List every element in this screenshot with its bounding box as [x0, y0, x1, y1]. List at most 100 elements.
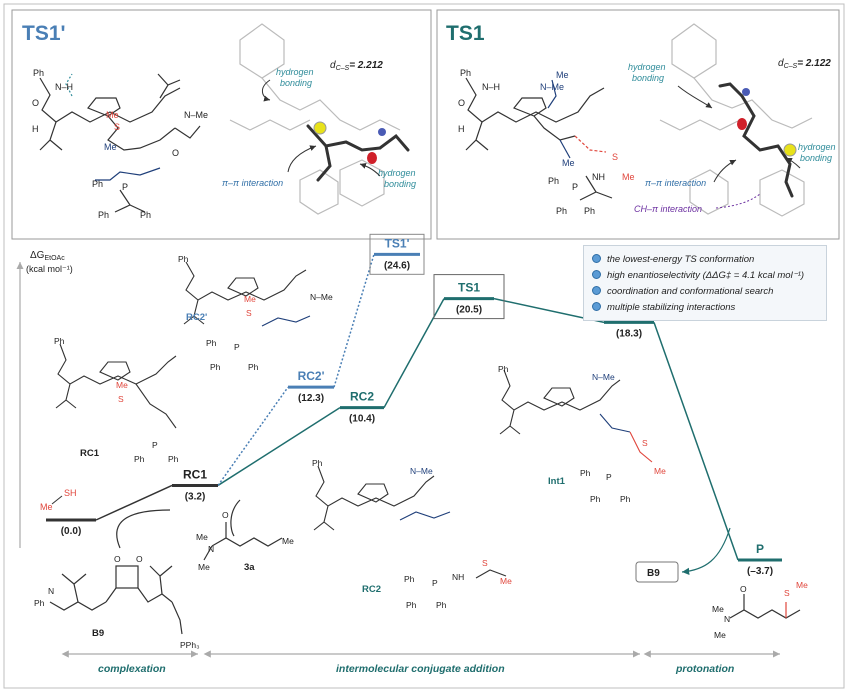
pointer-right-1 [677, 85, 713, 109]
pi-pi-label-right: π–π interaction [645, 178, 706, 188]
atom-nh-right: N–H [482, 82, 500, 92]
axis-unit: (kcal mol⁻¹) [26, 264, 73, 274]
energy-level-value: (24.6) [384, 260, 410, 271]
energy-connector [333, 254, 375, 388]
hbond-label-left-1b: bonding [280, 78, 312, 88]
b9-structure [49, 565, 183, 635]
atom-me2-right: Me [562, 158, 575, 168]
energy-level-name: RC2' [298, 369, 325, 383]
rc2-me: Me [500, 576, 512, 586]
rc2-nh: NH [452, 572, 464, 582]
b9-regen-box [635, 561, 679, 583]
stage-conjugate-addition: intermolecular conjugate addition [336, 663, 505, 675]
sulfur-atom-left [313, 121, 327, 135]
atom-nme-right: N–Me [540, 82, 564, 92]
stage-protonation: protonation [675, 663, 734, 675]
prod-o: O [740, 584, 747, 594]
energy-level-name: TS1 [458, 281, 480, 295]
axis-label: ΔGEtOAc [30, 250, 65, 262]
energy-levels: (0.0)RC1(3.2)RC2(10.4)RC2'(12.3)TS1'(24.… [46, 233, 782, 577]
substrate-3a [203, 522, 283, 561]
int1-nme: N–Me [592, 372, 615, 382]
b9-o2: O [136, 554, 143, 564]
product-structure [729, 594, 801, 619]
rc2-ph2: Ph [404, 574, 415, 584]
prod-me: Me [712, 604, 724, 614]
energy-connector [217, 407, 341, 487]
atom-o-right: O [458, 98, 465, 108]
rc1-structure-label: RC1 [80, 448, 100, 459]
rc2p-me: Me [244, 294, 256, 304]
atom-nme2-left: N–Me [184, 110, 208, 120]
energy-level-value: (–3.7) [747, 566, 773, 577]
ts1-3d-backbone [718, 82, 794, 198]
ts1-prime-3d-model [229, 23, 401, 215]
atom-me-right: Me [556, 70, 569, 80]
atom-ph-right: Ph [460, 68, 471, 78]
ts1-prime-title: TS1' [22, 22, 66, 45]
energy-level-value: (12.3) [298, 393, 324, 404]
3a-me3: Me [282, 536, 294, 546]
sulfur-atom-right [783, 143, 797, 157]
atom-p-left: P [122, 182, 128, 192]
b9-nh: N [48, 586, 54, 596]
pointer-left-1 [262, 79, 271, 102]
rc2-ph3: Ph [406, 600, 417, 610]
int1-ph3: Ph [590, 494, 601, 504]
3a-label: 3a [244, 562, 255, 573]
energy-level-name: RC1 [183, 467, 207, 481]
catalyst-arrow [116, 509, 171, 549]
atom-p-right: P [572, 182, 578, 192]
rc1-ph2: Ph [134, 454, 145, 464]
ts1-title: TS1 [446, 22, 485, 45]
hbond-label-right-2b: bonding [800, 153, 832, 163]
ts1-prime-highlight-box [369, 233, 425, 275]
oxygen-atom-right [737, 118, 747, 130]
pointer-left-2 [287, 145, 317, 173]
atom-s-left: S [114, 122, 120, 132]
nitrogen-atom-left [378, 128, 386, 136]
energy-level-value: (0.0) [61, 526, 82, 537]
rc1-s: S [118, 394, 124, 404]
mesh-me: Me [40, 502, 53, 512]
energy-level-name: RC2 [350, 390, 374, 404]
atom-ph3-left: Ph [98, 210, 109, 220]
b9-regen-label: B9 [647, 568, 660, 579]
rc2p-s: S [246, 308, 252, 318]
ch-pi-label-right: CH–π interaction [634, 204, 702, 214]
atom-me3-right: Me [622, 172, 635, 182]
ts1-3d-model [659, 23, 813, 217]
energy-level-value: (3.2) [185, 491, 206, 502]
mesh-bond [51, 495, 63, 505]
pointer-right-2 [713, 159, 737, 183]
pointer-right-3 [715, 193, 761, 209]
atom-s-right: S [612, 152, 618, 162]
int1-structure-label: Int1 [548, 476, 566, 487]
rc1-me: Me [116, 380, 128, 390]
int1-s: S [642, 438, 648, 448]
legend-item: the lowest-energy TS conformation [592, 254, 754, 265]
hbond-label-left-2b: bonding [384, 179, 416, 189]
atom-o2-left: O [172, 148, 179, 158]
b9-ph: Ph [34, 598, 45, 608]
bullet-icon [592, 302, 601, 311]
hbond-label-right-1b: bonding [632, 73, 664, 83]
rc2p-ph4: Ph [248, 362, 259, 372]
d-cs-left: dC–S= 2.212 [330, 60, 383, 72]
3a-me2: Me [198, 562, 210, 572]
3a-me: Me [196, 532, 208, 542]
int1-me: Me [654, 466, 666, 476]
energy-connector [217, 386, 289, 486]
atom-ph3-right: Ph [556, 206, 567, 216]
3a-n: N [208, 544, 214, 554]
bullet-icon [592, 270, 601, 279]
ts1-highlight-box [433, 274, 505, 320]
bullet-icon [592, 286, 601, 295]
energy-connector [95, 484, 173, 521]
rc2p-ph3: Ph [210, 362, 221, 372]
ts1-prime-3d-backbone [306, 124, 410, 182]
legend-box: the lowest-energy TS conformation high e… [583, 245, 827, 321]
hbond-label-right-2: hydrogen [798, 142, 836, 152]
